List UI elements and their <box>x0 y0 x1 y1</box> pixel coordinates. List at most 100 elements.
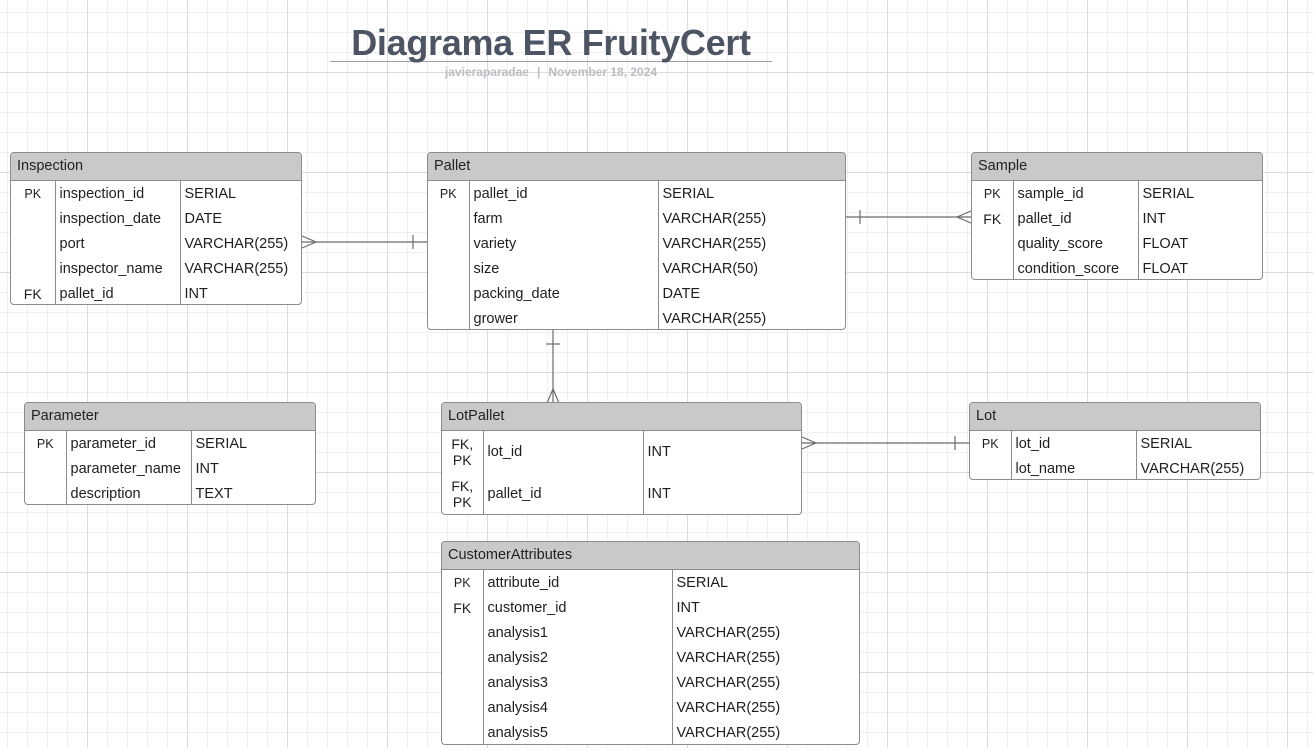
author-name: javieraparadae <box>444 65 529 79</box>
column-type: VARCHAR(255) <box>1140 460 1245 477</box>
key-marker <box>442 670 484 695</box>
key-marker <box>11 256 56 281</box>
rel-inspection-pallet[interactable] <box>301 235 427 249</box>
column-name: customer_id <box>483 595 673 620</box>
column-name: pallet_id <box>55 281 181 304</box>
column-name: lot_id <box>1011 431 1137 456</box>
key-marker <box>972 256 1014 279</box>
column-name: inspection_date <box>55 206 181 231</box>
column-name: analysis2 <box>483 645 673 670</box>
key-marker: PK <box>11 181 56 206</box>
column-name: farm <box>469 206 659 231</box>
column-type: TEXT <box>195 485 233 502</box>
entity-header: Inspection <box>11 153 301 181</box>
column-type: INT <box>647 486 671 502</box>
key-marker <box>442 720 484 744</box>
column-name: sample_id <box>1013 181 1139 206</box>
column-type: VARCHAR(255) <box>662 210 767 227</box>
key-marker <box>11 206 56 231</box>
column-name: condition_score <box>1013 256 1139 279</box>
column-type: VARCHAR(255) <box>184 235 289 252</box>
key-marker <box>428 281 470 306</box>
column-type: SERIAL <box>1140 435 1193 452</box>
column-type: VARCHAR(255) <box>676 724 781 741</box>
key-marker: FK <box>11 281 56 304</box>
key-marker <box>428 306 470 329</box>
column-type: INT <box>647 444 671 460</box>
column-type: FLOAT <box>1142 235 1189 252</box>
column-type: VARCHAR(50) <box>662 260 759 277</box>
column-name: port <box>55 231 181 256</box>
rel-pallet-lotpallet[interactable] <box>546 330 560 404</box>
column-type: INT <box>1142 210 1166 227</box>
key-marker: PK <box>970 431 1012 456</box>
column-name: variety <box>469 231 659 256</box>
key-marker: PK <box>428 181 470 206</box>
rel-lotpallet-lot[interactable] <box>801 436 969 450</box>
key-marker <box>11 231 56 256</box>
key-marker <box>428 231 470 256</box>
key-marker: PK <box>25 431 67 456</box>
column-name: pallet_id <box>469 181 659 206</box>
column-name: analysis1 <box>483 620 673 645</box>
column-type: VARCHAR(255) <box>676 624 781 641</box>
entity-header: Pallet <box>428 153 845 181</box>
column-type: VARCHAR(255) <box>676 699 781 716</box>
key-marker <box>25 481 67 504</box>
column-name: description <box>66 481 192 504</box>
column-type: VARCHAR(255) <box>676 649 781 666</box>
diagram-date: November 18, 2024 <box>548 65 658 79</box>
key-marker <box>442 620 484 645</box>
rel-pallet-sample[interactable] <box>846 210 972 224</box>
entity-header: Lot <box>970 403 1260 431</box>
column-name: grower <box>469 306 659 329</box>
diagram-subtitle: javieraparadae|November 18, 2024 <box>330 65 772 79</box>
column-name: pallet_id <box>483 473 644 514</box>
key-marker <box>972 231 1014 256</box>
key-marker: PK <box>442 570 484 595</box>
column-type: DATE <box>662 285 701 302</box>
